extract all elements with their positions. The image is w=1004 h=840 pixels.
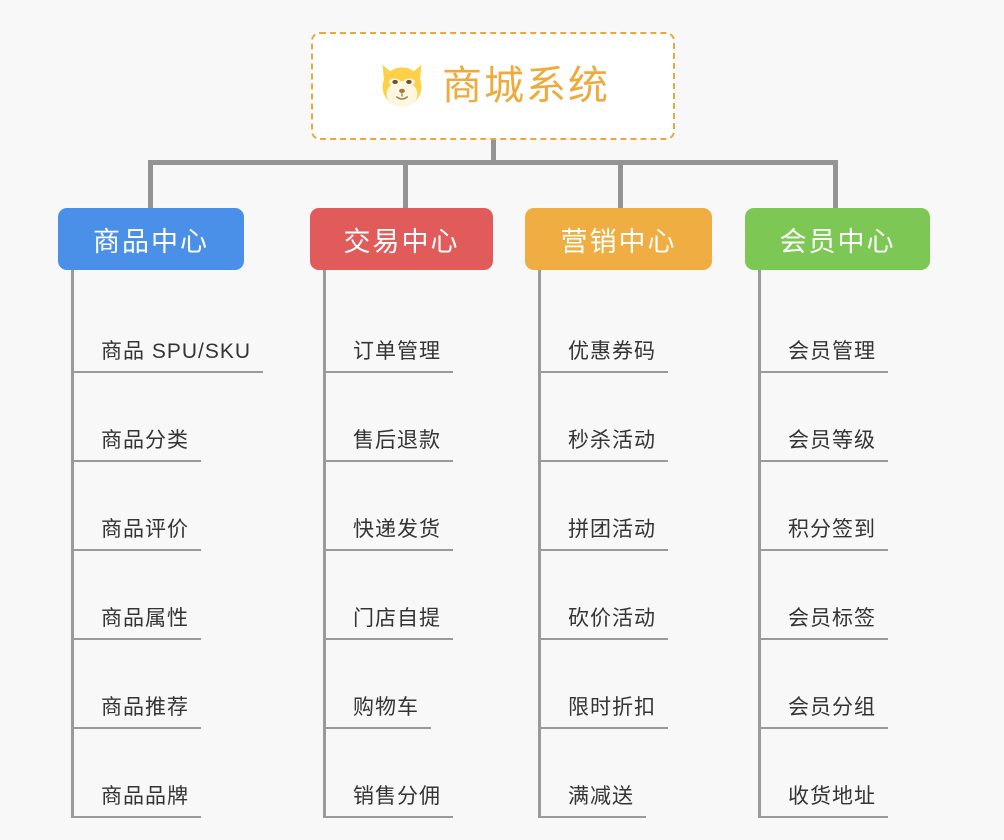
list-item[interactable]: 会员等级	[745, 373, 930, 462]
category-column-trade: 交易中心 订单管理 售后退款 快递发货 门店自提 购物车 销售分佣	[310, 208, 493, 818]
list-item[interactable]: 拼团活动	[525, 462, 712, 551]
list-item[interactable]: 商品品牌	[58, 729, 244, 818]
leaf-label: 商品评价	[101, 518, 189, 541]
connector-drop-2	[403, 160, 408, 210]
leaf-label: 售后退款	[353, 429, 441, 452]
list-item[interactable]: 订单管理	[310, 284, 493, 373]
list-item[interactable]: 秒杀活动	[525, 373, 712, 462]
list-item[interactable]: 商品 SPU/SKU	[58, 284, 264, 373]
category-column-member: 会员中心 会员管理 会员等级 积分签到 会员标签 会员分组 收货地址	[745, 208, 930, 818]
leaf-label: 会员标签	[788, 607, 876, 630]
trunk-line-marketing	[538, 270, 541, 818]
leaf-label: 拼团活动	[568, 518, 656, 541]
leaf-label: 会员管理	[788, 340, 876, 363]
list-item[interactable]: 会员标签	[745, 551, 930, 640]
list-item[interactable]: 积分签到	[745, 462, 930, 551]
list-item[interactable]: 砍价活动	[525, 551, 712, 640]
shiba-dog-face-icon	[382, 64, 422, 108]
list-item[interactable]: 优惠券码	[525, 284, 712, 373]
leaf-label: 销售分佣	[353, 785, 441, 808]
leaf-label: 快递发货	[353, 518, 441, 541]
category-header-trade[interactable]: 交易中心	[310, 208, 493, 270]
leaf-label: 满减送	[568, 785, 634, 808]
list-item[interactable]: 快递发货	[310, 462, 493, 551]
list-item[interactable]: 会员分组	[745, 640, 930, 729]
category-header-product[interactable]: 商品中心	[58, 208, 244, 270]
leaf-label: 限时折扣	[568, 696, 656, 719]
leaf-list-product: 商品 SPU/SKU 商品分类 商品评价 商品属性 商品推荐 商品品牌	[58, 270, 264, 818]
connector-drop-4	[833, 160, 838, 210]
category-header-marketing[interactable]: 营销中心	[525, 208, 712, 270]
category-column-marketing: 营销中心 优惠券码 秒杀活动 拼团活动 砍价活动 限时折扣 满减送	[525, 208, 712, 818]
leaf-label: 商品 SPU/SKU	[101, 340, 252, 363]
connector-stem	[491, 140, 496, 162]
list-item[interactable]: 限时折扣	[525, 640, 712, 729]
root-title: 商城系统	[442, 64, 610, 108]
leaf-label: 优惠券码	[568, 340, 656, 363]
list-item[interactable]: 商品分类	[58, 373, 244, 462]
leaf-label: 商品推荐	[101, 696, 189, 719]
leaf-list-marketing: 优惠券码 秒杀活动 拼团活动 砍价活动 限时折扣 满减送	[525, 270, 712, 818]
leaf-label: 会员等级	[788, 429, 876, 452]
list-item[interactable]: 满减送	[525, 729, 712, 818]
leaf-label: 积分签到	[788, 518, 876, 541]
trunk-line-product	[71, 270, 74, 818]
leaf-label: 收货地址	[788, 785, 876, 808]
list-item[interactable]: 购物车	[310, 640, 493, 729]
list-item[interactable]: 门店自提	[310, 551, 493, 640]
list-item[interactable]: 销售分佣	[310, 729, 493, 818]
leaf-label: 砍价活动	[568, 607, 656, 630]
leaf-label: 会员分组	[788, 696, 876, 719]
leaf-label: 门店自提	[353, 607, 441, 630]
leaf-label: 秒杀活动	[568, 429, 656, 452]
connector-drop-1	[148, 160, 153, 210]
list-item[interactable]: 收货地址	[745, 729, 930, 818]
leaf-label: 商品品牌	[101, 785, 189, 808]
list-item[interactable]: 商品推荐	[58, 640, 244, 729]
trunk-line-member	[758, 270, 761, 818]
leaf-label: 商品属性	[101, 607, 189, 630]
root-node[interactable]: 商城系统	[311, 32, 675, 140]
leaf-label: 商品分类	[101, 429, 189, 452]
leaf-list-member: 会员管理 会员等级 积分签到 会员标签 会员分组 收货地址	[745, 270, 930, 818]
category-header-member[interactable]: 会员中心	[745, 208, 930, 270]
leaf-label: 订单管理	[353, 340, 441, 363]
leaf-list-trade: 订单管理 售后退款 快递发货 门店自提 购物车 销售分佣	[310, 270, 493, 818]
connector-drop-3	[618, 160, 623, 210]
trunk-line-trade	[323, 270, 326, 818]
list-item[interactable]: 商品评价	[58, 462, 244, 551]
category-column-product: 商品中心 商品 SPU/SKU 商品分类 商品评价 商品属性 商品推荐 商品品牌	[58, 208, 264, 818]
connector-horizontal-bar	[148, 160, 838, 165]
list-item[interactable]: 售后退款	[310, 373, 493, 462]
list-item[interactable]: 会员管理	[745, 284, 930, 373]
leaf-label: 购物车	[353, 696, 419, 719]
list-item[interactable]: 商品属性	[58, 551, 244, 640]
